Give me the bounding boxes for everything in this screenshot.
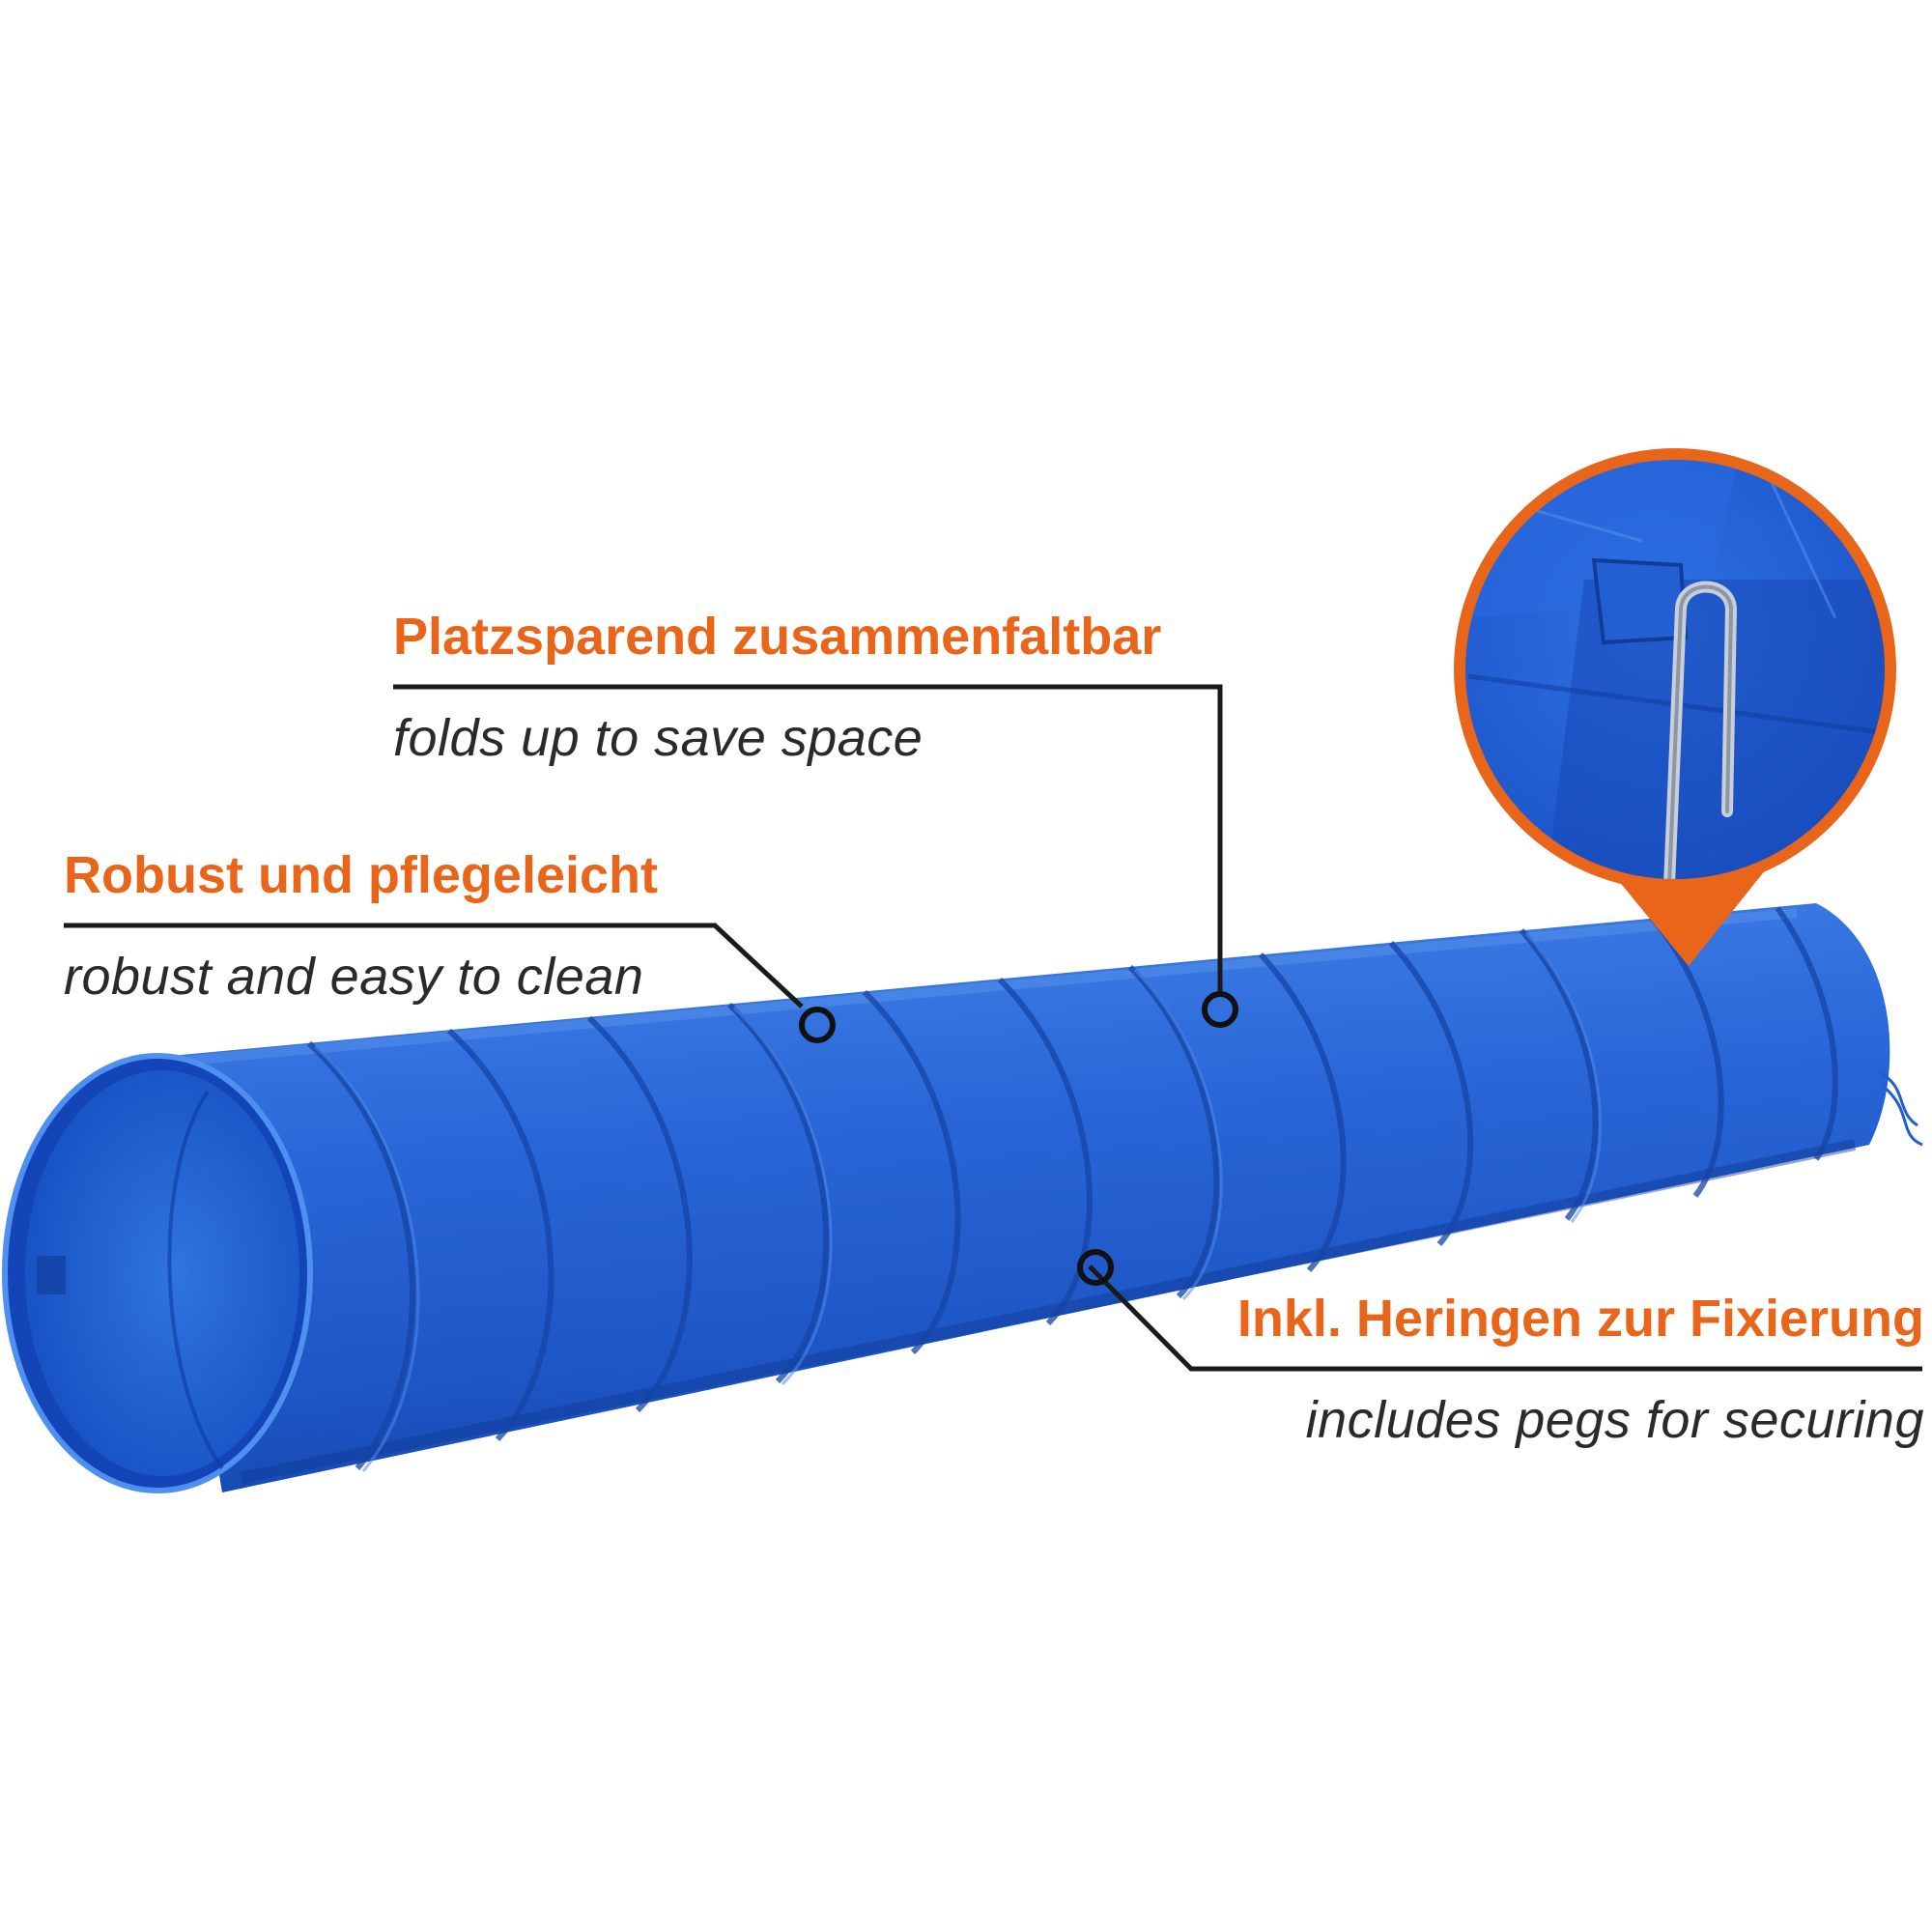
callout-heading-foldable: Platzsparend zusammenfaltbar	[393, 608, 1162, 666]
agility-tunnel	[2, 903, 1923, 1493]
callout-marker-3	[1077, 1249, 1114, 1286]
callout-marker-1	[1202, 991, 1238, 1028]
callout-heading-pegs: Inkl. Heringen zur Fixierung	[1236, 1290, 1924, 1348]
callout-lines	[64, 684, 1922, 1372]
callout-markers	[799, 991, 1238, 1286]
callout-subtitle-foldable: folds up to save space	[393, 709, 923, 767]
callout-heading-robust: Robust und pflegeleicht	[64, 846, 658, 904]
callout-subtitle-pegs: includes pegs for securing	[1305, 1391, 1924, 1449]
callout-marker-2	[799, 1007, 836, 1043]
tent-peg-icon	[1662, 581, 1738, 879]
callout-subtitle-robust: robust and easy to clean	[64, 948, 644, 1006]
peg-zoom-inset	[1454, 448, 1896, 966]
